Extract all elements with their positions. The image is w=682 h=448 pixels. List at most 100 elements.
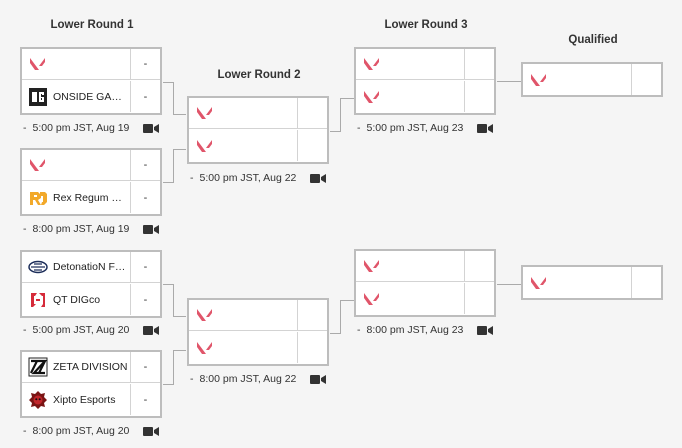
match-lower-r1-1[interactable]: - ONSIDE GAMING - <box>20 47 162 115</box>
score <box>297 98 327 128</box>
video-camera-icon[interactable] <box>143 123 160 134</box>
match-time: 5:00 pm JST, Aug 22 <box>199 172 297 184</box>
match-slot-bottom[interactable] <box>189 130 327 161</box>
video-camera-icon[interactable] <box>477 123 494 134</box>
match-lower-r1-2[interactable]: - Rex Regum Qeon - <box>20 148 162 216</box>
score <box>464 283 494 314</box>
match-slot-top[interactable] <box>189 98 327 129</box>
video-camera-icon[interactable] <box>310 374 327 385</box>
match-slot-bottom[interactable]: QT DIGco - <box>22 284 160 315</box>
match-slot-top[interactable]: - <box>22 150 160 181</box>
dash: - <box>357 122 361 134</box>
match-slot-top[interactable] <box>523 267 661 298</box>
match-slot-top[interactable] <box>523 64 661 95</box>
valorant-icon <box>194 304 216 326</box>
video-camera-icon[interactable] <box>310 173 327 184</box>
video-camera-icon[interactable] <box>477 325 494 336</box>
match-time: 5:00 pm JST, Aug 20 <box>32 324 130 336</box>
dfm-icon <box>27 256 49 278</box>
match-info: - 8:00 pm JST, Aug 19 <box>23 223 160 235</box>
valorant-icon <box>528 69 550 91</box>
match-lower-r3-1[interactable] <box>354 47 496 115</box>
match-time: 5:00 pm JST, Aug 19 <box>32 122 130 134</box>
match-info: - 5:00 pm JST, Aug 22 <box>190 172 327 184</box>
bracket-connector <box>330 300 341 334</box>
score: - <box>130 384 160 415</box>
match-lower-r3-2[interactable] <box>354 249 496 317</box>
score <box>297 300 327 330</box>
match-slot-bottom[interactable]: Xipto Esports - <box>22 384 160 415</box>
dash: - <box>23 223 27 235</box>
valorant-icon <box>27 53 49 75</box>
match-time: 8:00 pm JST, Aug 23 <box>366 324 464 336</box>
dash: - <box>357 324 361 336</box>
score: - <box>130 252 160 282</box>
valorant-icon <box>361 288 383 310</box>
team-name[interactable]: ONSIDE GAMING <box>53 90 130 103</box>
team-name[interactable]: ZETA DIVISION <box>53 361 128 373</box>
round-title-lower-1: Lower Round 1 <box>50 19 134 31</box>
score: - <box>130 352 160 382</box>
video-camera-icon[interactable] <box>143 325 160 336</box>
match-info: - 5:00 pm JST, Aug 19 <box>23 122 160 134</box>
rrq-icon <box>27 187 49 209</box>
match-slot-bottom[interactable]: Rex Regum Qeon - <box>22 182 160 213</box>
score: - <box>130 284 160 315</box>
match-slot-bottom[interactable] <box>356 283 494 314</box>
bracket-connector <box>340 300 354 301</box>
dash: - <box>23 425 27 437</box>
qualified-slot-1[interactable] <box>521 62 663 97</box>
bracket-connector <box>173 316 186 317</box>
score <box>464 251 494 281</box>
match-info: - 8:00 pm JST, Aug 22 <box>190 373 327 385</box>
team-name[interactable]: Rex Regum Qeon <box>53 191 130 204</box>
score: - <box>130 182 160 213</box>
qt-digco-icon <box>27 289 49 311</box>
match-lower-r2-1[interactable] <box>187 96 329 164</box>
match-slot-bottom[interactable] <box>189 332 327 363</box>
match-info: - 5:00 pm JST, Aug 20 <box>23 324 160 336</box>
match-time: 8:00 pm JST, Aug 20 <box>32 425 130 437</box>
round-title-qualified: Qualified <box>568 34 618 46</box>
bracket-connector <box>173 149 186 150</box>
match-slot-top[interactable] <box>189 300 327 331</box>
score <box>297 332 327 363</box>
match-slot-top[interactable]: ZETA DIVISION - <box>22 352 160 383</box>
video-camera-icon[interactable] <box>143 426 160 437</box>
match-slot-top[interactable] <box>356 251 494 282</box>
bracket-connector <box>330 98 341 132</box>
match-lower-r1-3[interactable]: DetonatioN FocusMe - QT DIGco - <box>20 250 162 318</box>
bracket-connector <box>163 350 174 385</box>
score <box>631 267 661 298</box>
bracket-connector <box>163 284 174 317</box>
match-info: - 5:00 pm JST, Aug 23 <box>357 122 494 134</box>
og-icon <box>27 86 49 108</box>
match-lower-r2-2[interactable] <box>187 298 329 366</box>
bracket-connector <box>497 284 521 285</box>
bracket-connector <box>173 350 186 351</box>
match-slot-bottom[interactable] <box>356 81 494 112</box>
dash: - <box>190 373 194 385</box>
valorant-icon <box>361 86 383 108</box>
match-slot-top[interactable]: DetonatioN FocusMe - <box>22 252 160 283</box>
dash: - <box>23 122 27 134</box>
dash: - <box>23 324 27 336</box>
score <box>464 81 494 112</box>
match-slot-top[interactable]: - <box>22 49 160 80</box>
video-camera-icon[interactable] <box>143 224 160 235</box>
match-lower-r1-4[interactable]: ZETA DIVISION - Xipto Esports - <box>20 350 162 418</box>
team-name[interactable]: Xipto Esports <box>53 393 116 406</box>
qualified-slot-2[interactable] <box>521 265 663 300</box>
match-slot-top[interactable] <box>356 49 494 80</box>
score <box>297 130 327 161</box>
dash: - <box>190 172 194 184</box>
match-time: 8:00 pm JST, Aug 22 <box>199 373 297 385</box>
bracket-connector <box>163 149 174 183</box>
valorant-icon <box>194 135 216 157</box>
round-title-lower-2: Lower Round 2 <box>217 69 301 81</box>
bracket-connector <box>173 114 186 115</box>
team-name[interactable]: QT DIGco <box>53 293 101 306</box>
valorant-icon <box>194 102 216 124</box>
match-slot-bottom[interactable]: ONSIDE GAMING - <box>22 81 160 112</box>
team-name[interactable]: DetonatioN FocusMe <box>53 261 130 273</box>
